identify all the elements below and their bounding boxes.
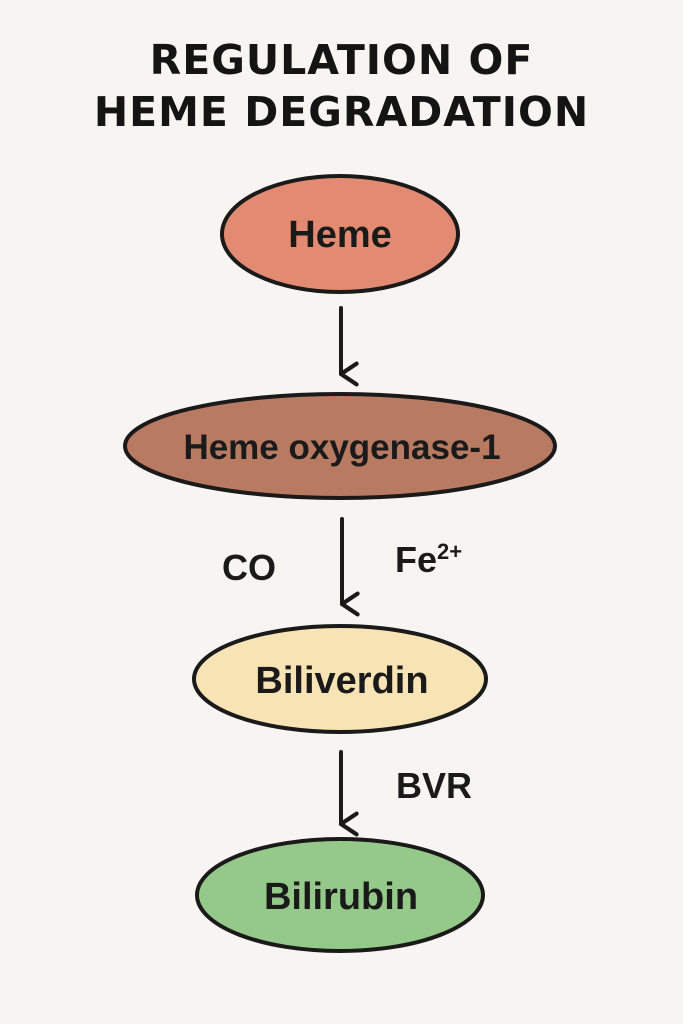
title-line-2: HEME DEGRADATION — [93, 88, 590, 136]
node-ho1-shape — [123, 392, 557, 500]
bvr-label: BVR — [396, 765, 472, 806]
co-label: CO — [222, 547, 276, 588]
node-bilirubin-shape — [195, 837, 485, 953]
node-heme-label: Heme — [288, 214, 392, 256]
node-ho1-label: Heme oxygenase-1 — [183, 428, 500, 467]
diagram-title: REGULATION OF HEME DEGRADATION — [0, 34, 683, 138]
node-bilirubin-label: Bilirubin — [264, 876, 418, 918]
node-heme-shape — [220, 174, 460, 294]
node-bilirubin: Bilirubin — [195, 837, 485, 953]
node-biliverdin: Biliverdin — [192, 624, 488, 734]
iron-ion-label: Fe2+ — [395, 539, 462, 580]
node-heme: Heme — [220, 174, 460, 294]
iron-charge: 2+ — [437, 539, 462, 564]
node-biliverdin-shape — [192, 624, 488, 734]
iron-symbol: Fe — [395, 539, 437, 580]
node-heme-oxygenase-1: Heme oxygenase-1 — [123, 392, 557, 500]
node-biliverdin-label: Biliverdin — [255, 660, 428, 702]
title-line-1: REGULATION OF — [149, 36, 534, 84]
